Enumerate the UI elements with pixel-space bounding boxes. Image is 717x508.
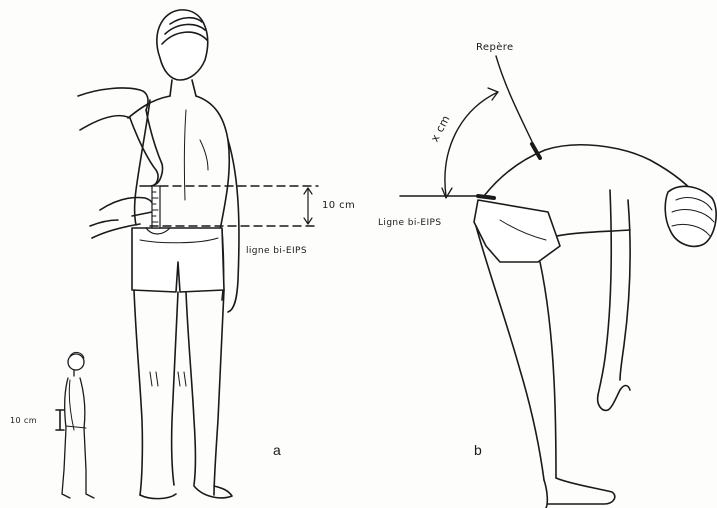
standing-figure-back-view <box>128 10 239 499</box>
distance-label-a: 10 cm <box>322 200 355 211</box>
measurement-lines-a <box>150 186 318 226</box>
reference-line-label-a: ligne bi-EIPS <box>246 246 307 256</box>
tape-measure <box>146 186 170 234</box>
small-figure-distance-label: 10 cm <box>10 416 37 425</box>
reference-line-label-b: Ligne bi-EIPS <box>378 218 441 228</box>
marker-label-b: Repère <box>476 42 514 53</box>
examiner-hands <box>78 88 163 238</box>
panel-letter-b: b <box>474 442 482 458</box>
small-figure-side-view <box>56 352 94 498</box>
measurement-arc-b <box>400 56 540 198</box>
panel-letter-a: a <box>273 442 281 458</box>
bending-figure-side-view <box>474 145 716 508</box>
